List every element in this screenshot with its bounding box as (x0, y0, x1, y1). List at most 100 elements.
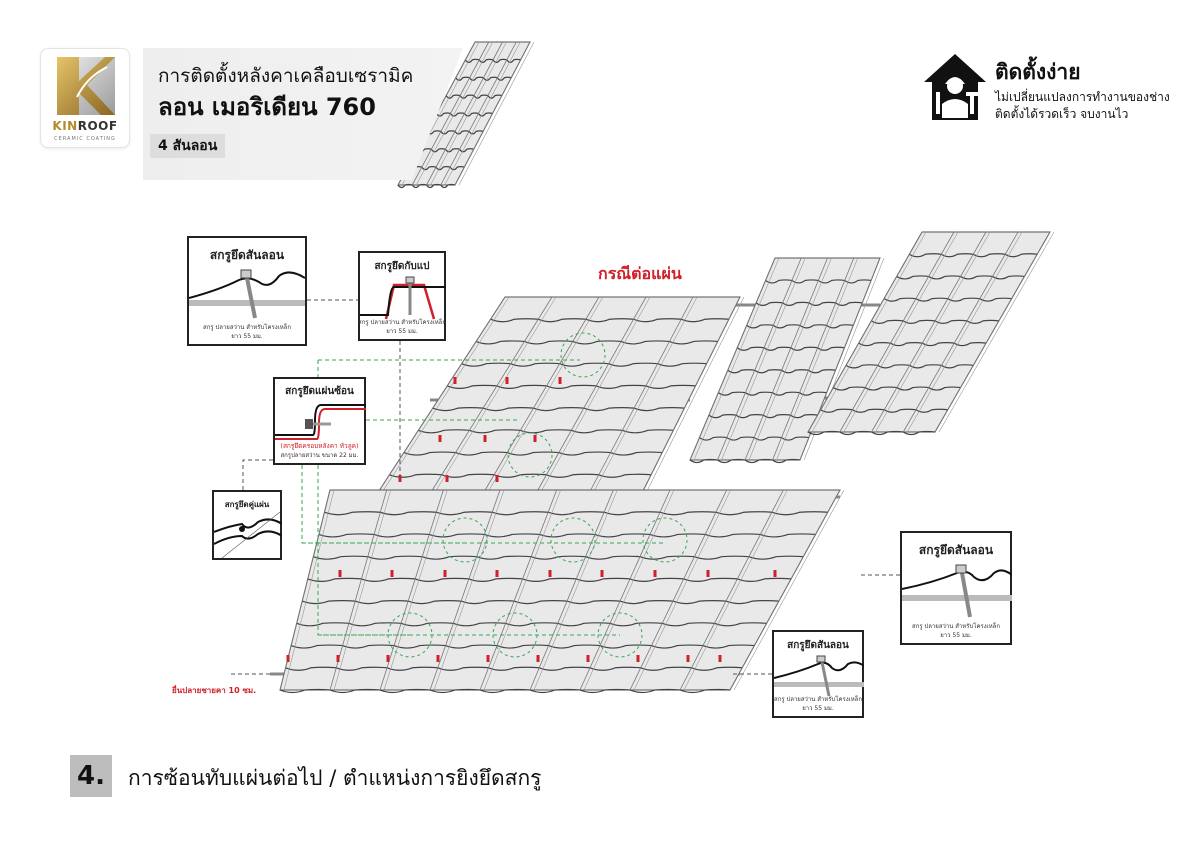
rib-line (429, 489, 501, 691)
screw-marker (718, 655, 722, 662)
screw-marker (706, 570, 710, 577)
callout-title: สกรูยึดสันลอน (787, 640, 849, 651)
callout-desc: สกรู ปลายสว่าน สำหรับโครงเหล็ก (912, 623, 1000, 630)
tile-step-line (290, 644, 755, 649)
screw-marker (438, 435, 442, 442)
rib-line (427, 296, 553, 498)
easy-install-line1: ไม่เปลี่ยนแปลงการทำงานของช่าง (995, 90, 1170, 104)
callout-desc: ยาว 55 มม. (231, 333, 263, 340)
page-title: การติดตั้งหลังคาเคลือบเซรามิค (158, 65, 414, 87)
rib-line (415, 41, 494, 186)
screw-marker (286, 655, 290, 662)
rib-line (433, 489, 505, 691)
rib-line (871, 231, 987, 433)
screw-marker (443, 570, 447, 577)
screw-marker (636, 655, 640, 662)
screw-marker (338, 570, 342, 577)
callout-title: สกรูยึดสันลอน (209, 248, 285, 262)
callout-desc: สกรู ปลายสว่าน สำหรับโครงเหล็ก (203, 324, 291, 331)
rib-line (480, 296, 600, 498)
screw-marker (436, 655, 440, 662)
callout-desc: ยาว 55 มม. (802, 705, 834, 712)
callout-desc-group: สกรู ปลายสว่าน สำหรับโครงเหล็ก ยาว 55 มม… (189, 323, 305, 341)
tile-step-line (302, 600, 779, 605)
rib-line (807, 231, 923, 433)
callout-desc-group: สกรู ปลายสว่าน สำหรับโครงเหล็ก ยาว 55 มม… (774, 695, 862, 713)
callout-desc: สกรู ปลายสว่าน สำหรับโครงเหล็ก (774, 696, 862, 703)
screw-marker (390, 570, 394, 577)
rib-line (683, 489, 788, 691)
ribs-badge: 4 สันลอน (150, 134, 226, 158)
brand-name-2: ROOF (77, 119, 118, 133)
screw-marker (548, 570, 552, 577)
screw-marker (653, 570, 657, 577)
screw-highlight-circle (507, 432, 553, 478)
overlap-screw-illustration (275, 404, 366, 440)
tile-step-line (475, 340, 718, 345)
rib-line (374, 296, 506, 498)
rib-line (772, 257, 855, 461)
brand-name-1: KIN (52, 119, 78, 133)
callout-pair-screw: สกรูยึดคู่แผ่น (212, 490, 282, 560)
rib-line (586, 296, 694, 498)
eave-overhang-note: ยื่นปลายชายคา 10 ซม. (172, 686, 257, 695)
screw-marker (398, 475, 402, 482)
screw-marker (495, 570, 499, 577)
callout-desc: สกรู ปลายสว่าน สำหรับโครงเหล็ก (358, 319, 446, 326)
rib-line (383, 489, 448, 691)
rib-line (639, 296, 741, 498)
rib-line (583, 489, 675, 691)
tile-step-line (432, 407, 685, 412)
rib-line (721, 257, 806, 461)
screw-marker (686, 655, 690, 662)
tile-step-line (418, 429, 674, 434)
rib-line (411, 41, 490, 186)
rib-line (776, 257, 859, 461)
rib-line (533, 296, 647, 498)
callout-purlin-screw: สกรูยึดกับแป สกรู ปลายสว่าน สำหรับโครงเห… (358, 251, 446, 341)
rib-line (938, 231, 1055, 433)
rib-line (643, 296, 745, 498)
rib-line (590, 296, 698, 498)
rib-line (579, 489, 671, 691)
tile-step-line (285, 666, 743, 671)
step-title: การซ้อนทับแผ่นต่อไป / ตำแหน่งการยิงยึดสก… (128, 766, 542, 790)
callout-title: สกรูยึดคู่แผ่น (224, 500, 270, 509)
rib-line (811, 231, 927, 433)
tile-step-line (446, 384, 696, 389)
tile-step-line (307, 577, 792, 582)
callout-ridge-screw-3: สกรูยึดสันลอน สกรู ปลายสว่าน สำหรับโครงเ… (772, 630, 864, 718)
rib-line (458, 41, 535, 186)
easy-install-title: ติดตั้งง่าย (995, 60, 1081, 84)
screw-marker (533, 435, 537, 442)
rib-line (426, 41, 503, 186)
screw-marker (445, 475, 449, 482)
callout-title: สกรูยึดสันลอน (918, 543, 994, 557)
screw-marker (486, 655, 490, 662)
rib-line (729, 489, 841, 691)
product-name: ลอน เมอริเดียน 760 (158, 93, 376, 121)
purlin-screw-illustration (360, 276, 446, 320)
tile-step-line (324, 511, 828, 516)
screw-marker (386, 655, 390, 662)
roof-sheet-lower (279, 489, 841, 691)
screw-marker (600, 570, 604, 577)
callout-connector (242, 459, 273, 490)
screw-highlight-circle (442, 517, 488, 563)
brand-tagline: CERAMIC COATING (54, 136, 116, 142)
ridge-screw-illustration (189, 269, 305, 319)
rib-line (529, 489, 614, 691)
screw-marker (536, 655, 540, 662)
screw-marker (558, 377, 562, 384)
rib-line (454, 41, 531, 186)
callout-desc-group: สกรู ปลายสว่าน สำหรับโครงเหล็ก ยาว 55 มม… (358, 318, 446, 336)
screw-highlight-circle (560, 332, 606, 378)
rib-line (744, 257, 828, 461)
k-logo-icon (57, 57, 115, 115)
rib-line (693, 257, 780, 461)
rib-line (483, 489, 561, 691)
rib-line (843, 231, 959, 433)
rib-line (333, 489, 391, 691)
rib-line (839, 231, 955, 433)
